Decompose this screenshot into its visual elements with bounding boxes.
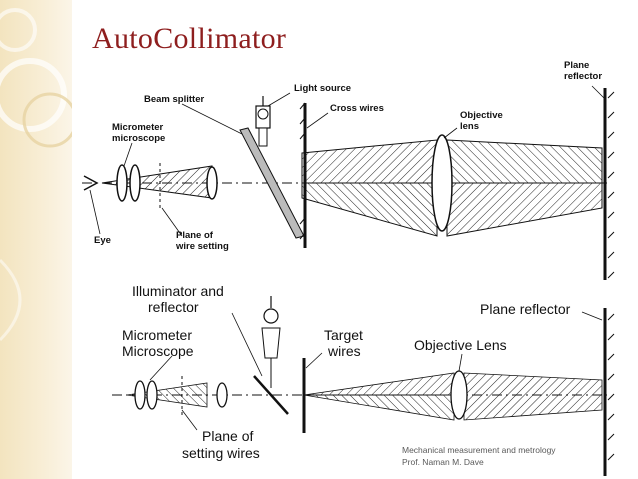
leader-eye [89, 189, 101, 235]
footer-course: Mechanical measurement and metrology [402, 445, 556, 455]
label-objective-1: Objective [460, 110, 503, 121]
microscope-objective-bottom [216, 382, 228, 408]
leader-objective-bottom [458, 353, 463, 372]
bottom-diagram: Illuminator and reflector Micrometer Mic… [112, 283, 615, 476]
label-illuminator-1: Illuminator and [132, 283, 224, 299]
sidebar-ornament [0, 8, 72, 342]
label-light-source: Light source [294, 83, 351, 94]
light-source-icon [255, 96, 271, 147]
beam-return-top [446, 182, 603, 237]
label-micrometer-bottom-2: Microscope [122, 343, 194, 359]
label-eye: Eye [94, 235, 111, 246]
label-micrometer-1: Micrometer [112, 122, 164, 133]
leader-target [305, 352, 323, 369]
beam-eye-bottom [126, 382, 208, 408]
microscope-lens-bottom-2 [146, 380, 158, 410]
leader-micrometer-bottom [149, 355, 173, 381]
label-micrometer-2: microscope [112, 133, 165, 144]
cross-wire-hatch [299, 102, 306, 240]
leader-plane-reflector-bottom [581, 311, 603, 321]
label-wire-setting-2: wire setting [175, 241, 229, 252]
reflector-hatch-bottom [607, 313, 615, 461]
microscope-lens-bottom-1 [134, 380, 146, 410]
microscope-lens-2 [129, 164, 141, 202]
footer-author: Prof. Naman M. Dave [402, 457, 484, 467]
leader-wire-setting [161, 207, 183, 237]
leader-light-source [267, 92, 291, 107]
leader-micrometer [123, 142, 133, 167]
label-beam-splitter: Beam splitter [144, 94, 204, 105]
leader-beam-splitter [181, 103, 243, 135]
label-setting-wires-1: Plane of [202, 428, 253, 444]
label-plane-reflector-bottom: Plane reflector [480, 301, 571, 317]
label-objective-bottom: Objective Lens [414, 337, 507, 353]
illuminator-reflector [253, 375, 289, 415]
beam-lower-bottom [303, 394, 455, 421]
beam-reflector-bottom [463, 372, 603, 421]
beam-reflector-top [446, 139, 603, 184]
leader-illuminator [231, 312, 263, 377]
top-diagram: Beam splitter Light source Cross wires M… [82, 60, 615, 280]
label-setting-wires-2: setting wires [182, 445, 260, 461]
label-objective-2: lens [460, 121, 479, 132]
microscope-lens-1 [116, 164, 128, 202]
leader-setting-wires [181, 409, 198, 431]
leader-plane-reflector [591, 85, 605, 99]
objective-lens-bottom [450, 370, 468, 420]
beam-lower-top [301, 182, 438, 237]
label-target-2: wires [327, 343, 361, 359]
illuminator-icon [261, 296, 281, 388]
slide-footer: Mechanical measurement and metrology Pro… [402, 444, 556, 468]
slide-title: AutoCollimator [92, 22, 287, 55]
eye-icon [83, 175, 99, 191]
objective-lens-top [431, 134, 453, 232]
label-plane-reflector-1: Plane [564, 60, 589, 71]
leader-cross-wires [306, 112, 329, 129]
label-wire-setting-1: Plane of [176, 230, 214, 241]
autocollimator-diagrams: Beam splitter Light source Cross wires M… [82, 60, 615, 476]
label-target-1: Target [324, 327, 363, 343]
label-cross-wires: Cross wires [330, 103, 384, 114]
label-micrometer-bottom-1: Micrometer [122, 327, 192, 343]
leader-objective [443, 127, 458, 139]
label-plane-reflector-2: reflector [564, 71, 602, 82]
reflector-hatch-top [607, 91, 615, 279]
beam-upper-top [301, 139, 438, 184]
microscope-objective [206, 166, 218, 200]
decorative-sidebar [0, 0, 72, 479]
label-illuminator-2: reflector [148, 299, 199, 315]
beam-upper-bottom [303, 372, 455, 396]
